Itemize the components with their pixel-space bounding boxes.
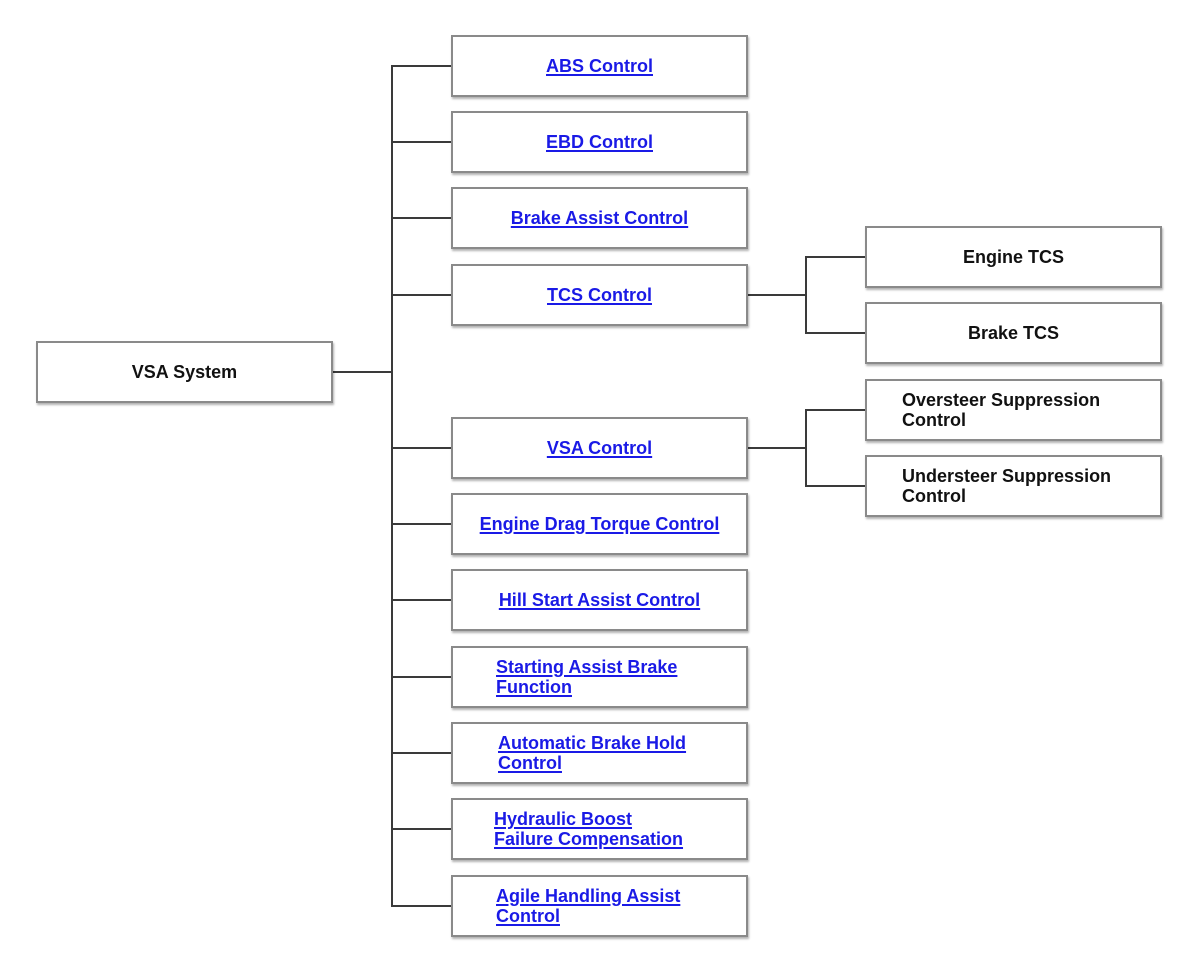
vsa-control-link[interactable]: VSA Control	[546, 438, 653, 458]
tcs-control-box: TCS Control	[451, 264, 748, 326]
oversteer-suppression-control-box: Oversteer Suppression Control	[865, 379, 1162, 441]
engine-drag-torque-control-box: Engine Drag Torque Control	[451, 493, 748, 555]
agile-handling-assist-control-line1: Agile Handling Assist	[496, 886, 681, 906]
understeer-suppression-control-label: Understeer Suppression Control	[902, 466, 1111, 506]
starting-assist-brake-function-box: Starting Assist Brake Function	[451, 646, 748, 708]
starting-assist-brake-function-line2: Function	[496, 677, 572, 697]
engine-tcs-label: Engine TCS	[962, 247, 1064, 267]
brake-assist-control-link[interactable]: Brake Assist Control	[510, 208, 689, 228]
understeer-suppression-control-box: Understeer Suppression Control	[865, 455, 1162, 517]
hydraulic-boost-failure-compensation-link[interactable]: Hydraulic Boost Failure Compensation	[494, 809, 683, 849]
agile-handling-assist-control-box: Agile Handling Assist Control	[451, 875, 748, 937]
ebd-control-link[interactable]: EBD Control	[546, 132, 653, 152]
hill-start-assist-control-box: Hill Start Assist Control	[451, 569, 748, 631]
engine-tcs-box: Engine TCS	[865, 226, 1162, 288]
root-node-label: VSA System	[131, 362, 238, 382]
hydraulic-boost-failure-compensation-line1: Hydraulic Boost	[494, 809, 633, 829]
automatic-brake-hold-control-line2: Control	[498, 753, 562, 773]
hydraulic-boost-failure-compensation-box: Hydraulic Boost Failure Compensation	[451, 798, 748, 860]
abs-control-link[interactable]: ABS Control	[546, 56, 653, 76]
understeer-suppression-control-line2: Control	[902, 486, 966, 506]
vsa-control-box: VSA Control	[451, 417, 748, 479]
automatic-brake-hold-control-box: Automatic Brake Hold Control	[451, 722, 748, 784]
understeer-suppression-control-line1: Understeer Suppression	[902, 466, 1112, 486]
abs-control-box: ABS Control	[451, 35, 748, 97]
tcs-control-link[interactable]: TCS Control	[547, 285, 652, 305]
brake-tcs-label: Brake TCS	[967, 323, 1060, 343]
oversteer-suppression-control-line2: Control	[902, 410, 966, 430]
agile-handling-assist-control-link[interactable]: Agile Handling Assist Control	[496, 886, 680, 926]
starting-assist-brake-function-link[interactable]: Starting Assist Brake Function	[496, 657, 677, 697]
hydraulic-boost-failure-compensation-line2: Failure Compensation	[494, 829, 684, 849]
agile-handling-assist-control-line2: Control	[496, 906, 560, 926]
starting-assist-brake-function-line1: Starting Assist Brake	[496, 657, 678, 677]
automatic-brake-hold-control-line1: Automatic Brake Hold	[498, 733, 687, 753]
hill-start-assist-control-link[interactable]: Hill Start Assist Control	[498, 590, 701, 610]
oversteer-suppression-control-line1: Oversteer Suppression	[902, 390, 1101, 410]
brake-assist-control-box: Brake Assist Control	[451, 187, 748, 249]
oversteer-suppression-control-label: Oversteer Suppression Control	[902, 390, 1100, 430]
root-node-box: VSA System	[36, 341, 333, 403]
engine-drag-torque-control-link[interactable]: Engine Drag Torque Control	[479, 514, 720, 534]
brake-tcs-box: Brake TCS	[865, 302, 1162, 364]
ebd-control-box: EBD Control	[451, 111, 748, 173]
automatic-brake-hold-control-link[interactable]: Automatic Brake Hold Control	[498, 733, 686, 773]
